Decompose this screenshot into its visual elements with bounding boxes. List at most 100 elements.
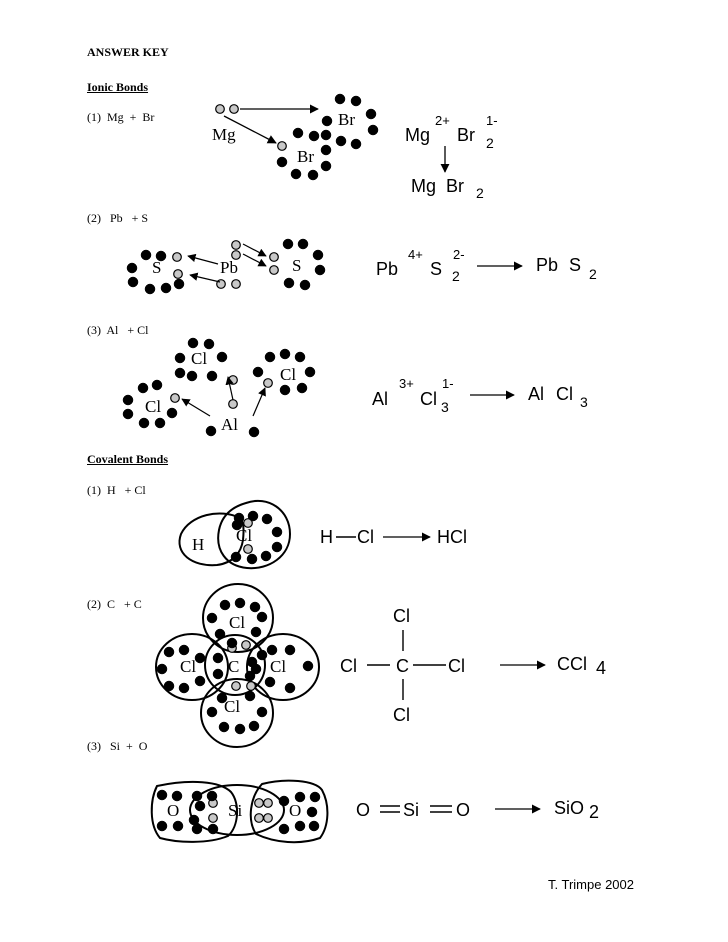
br-subscript: 2 [486,135,494,151]
covalent-problem-2-label: (2) C + C [87,597,142,611]
cl-symbol-3: Cl [145,397,161,416]
ionic-problem-3-label: (3) Al + Cl [87,323,149,337]
cl-left-shell [155,633,229,701]
electron-dot [156,789,168,801]
result-mg: Mg [411,176,436,196]
author-credit: T. Trimpe 2002 [548,877,634,892]
electron-dot [278,795,290,807]
electron-dot [163,646,175,658]
br-symbol-1: Br [338,110,355,129]
electron-dot [284,644,296,656]
electron-dot [308,820,320,832]
ionic-problem-1-label: (1) Mg + Br [87,110,155,124]
electron-dot [186,370,198,382]
result-subscript: 2 [476,185,484,201]
electron-transfer-arrow [181,398,211,417]
electron-dot [309,791,321,803]
electron-dot [246,656,258,668]
electron-dot [350,138,362,150]
formula-product: CCl [557,654,587,674]
electron-dot [151,379,163,391]
electron-dot [278,823,290,835]
electron-dot [256,649,268,661]
electron-dot [365,108,377,120]
electron-dot [207,823,219,835]
electron-dot [271,526,283,538]
covalent-3-formula: O Si O SiO 2 [356,798,599,822]
transferred-electron-dot [231,240,241,250]
formula-cl-left: Cl [340,656,357,676]
result-subscript: 3 [580,394,588,410]
si-symbol: Si [228,801,242,820]
s-symbol-2: S [292,256,301,275]
electron-dot [191,790,203,802]
covalent-2-formula: Cl Cl C Cl Cl CCl 4 [340,606,606,725]
cl-symbol-2: Cl [280,365,296,384]
electron-dot [312,249,324,261]
br-symbol-2: Br [297,147,314,166]
formula-o-right: O [456,800,470,820]
cl-charge: 1- [442,376,454,391]
electron-dot [302,660,314,672]
electron-transfer-arrow [242,253,267,267]
al-charge: 3+ [399,376,414,391]
electron-dot [174,367,186,379]
electron-transfer-arrow [189,272,221,283]
electron-dot [320,160,332,172]
formula-pb: Pb [376,259,398,279]
electron-dot [137,382,149,394]
formula-product: HCl [437,527,467,547]
cl-right-shell [246,633,320,701]
electron-dot [219,599,231,611]
electron-dot [206,612,218,624]
transferred-electron-dot [243,518,253,528]
electron-dot [160,282,172,294]
s-symbol-1: S [152,258,161,277]
electron-dot [244,690,256,702]
formula-mg: Mg [405,125,430,145]
formula-o-left: O [356,800,370,820]
transferred-electron-dot [241,640,251,650]
electron-dot [297,238,309,250]
electron-transfer-arrow [223,115,277,144]
electron-dot [266,644,278,656]
electron-dot [205,425,217,437]
covalent-1-formula: H Cl HCl [320,527,467,547]
electron-dot [206,706,218,718]
transferred-electron-dot [269,252,279,262]
o-right-symbol: O [289,801,301,820]
cl-left-symbol: Cl [180,657,196,676]
electron-dot [299,279,311,291]
electron-dot [284,682,296,694]
transferred-electron-dot [231,250,241,260]
electron-dot [334,93,346,105]
electron-dot [234,723,246,735]
ionic-3-formula: Al 3+ Cl 1- 3 Al Cl 3 [372,376,588,415]
electron-dot [252,366,264,378]
electron-dot [294,791,306,803]
electron-dot [166,407,178,419]
transferred-electron-dot [228,399,238,409]
electron-dot [178,644,190,656]
electron-dot [321,115,333,127]
electron-dot [335,135,347,147]
electron-dot [296,382,308,394]
result-al: Al [528,384,544,404]
transferred-electron-dot [269,265,279,275]
cl-subscript: 3 [441,399,449,415]
pb-symbol: Pb [220,258,238,277]
electron-dot [307,169,319,181]
formula-si: Si [403,800,419,820]
cl-bottom-shell [200,678,274,748]
electron-dot [306,806,318,818]
electron-transfer-arrow [252,387,266,417]
result-s: S [569,255,581,275]
formula-h: H [320,527,333,547]
electron-transfer-arrow [242,243,267,257]
electron-dot [194,800,206,812]
electron-dot [163,680,175,692]
electron-dot [271,541,283,553]
o-left-symbol: O [167,801,179,820]
electron-dot [283,277,295,289]
formula-product-subscript: 4 [596,658,606,678]
